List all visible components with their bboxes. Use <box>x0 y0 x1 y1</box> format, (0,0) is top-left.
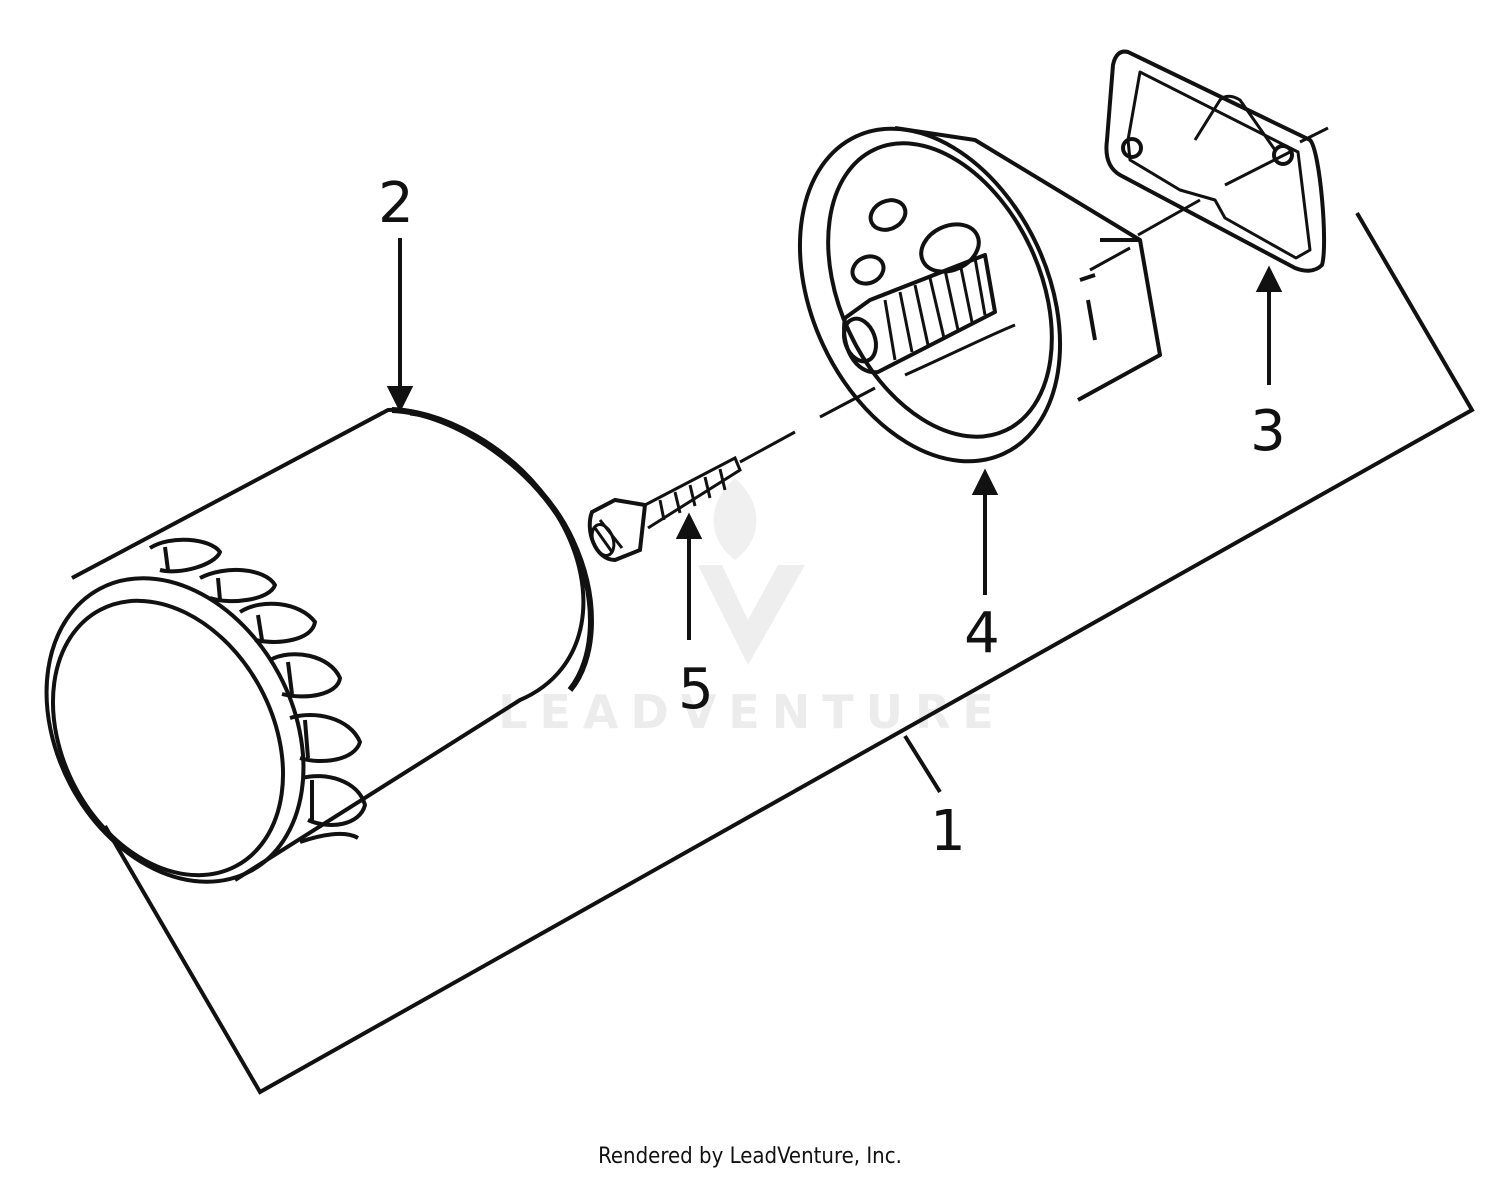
oil-filter <box>44 407 594 884</box>
callout-3: 3 <box>1250 399 1286 464</box>
watermark-text: LEADVENTURE <box>498 685 1006 739</box>
screw <box>587 455 742 563</box>
callout-5: 5 <box>678 657 714 722</box>
gasket <box>1104 49 1327 273</box>
leader-arrows <box>386 238 1283 640</box>
callout-1: 1 <box>930 799 966 864</box>
rendered-by-credit: Rendered by LeadVenture, Inc. <box>598 1144 902 1169</box>
center-axis-line <box>739 126 1329 464</box>
callout-2: 2 <box>378 171 414 236</box>
filter-adapter <box>797 126 1162 464</box>
assembly-bracket <box>103 211 1475 1095</box>
callout-4: 4 <box>964 601 1000 666</box>
leadventure-watermark: LEADVENTURE <box>498 478 1006 739</box>
